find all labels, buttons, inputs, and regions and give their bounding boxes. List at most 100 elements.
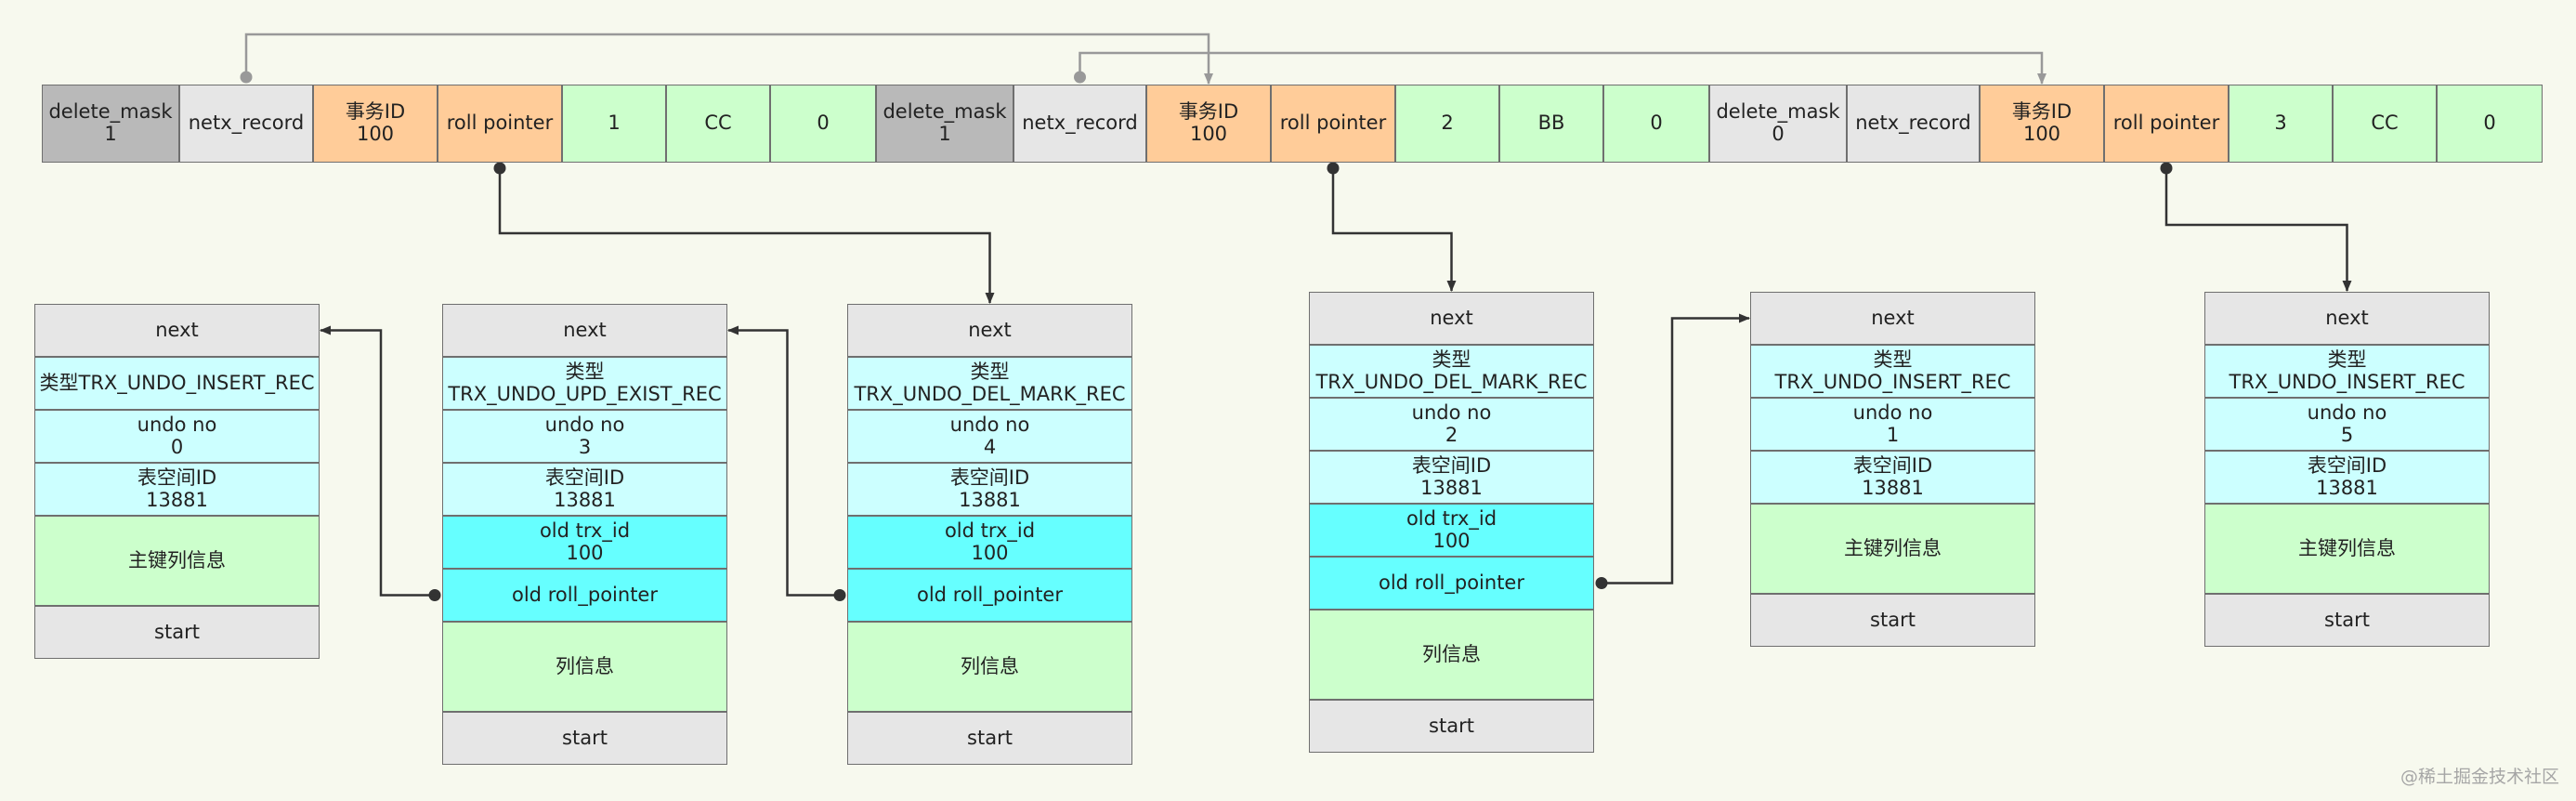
- undo-log-u3-old-line-1: 100: [971, 541, 1009, 564]
- record-cell-next_record-line-0: delete_mask: [1716, 100, 1840, 124]
- undo-log-u4-header: next: [1309, 292, 1594, 345]
- undo-log-u3-start-line-0: start: [967, 726, 1013, 749]
- undo-log-u3-header: next: [847, 304, 1132, 357]
- undo-log-u4-field-line-0: 表空间ID: [1411, 453, 1492, 477]
- record-cell-next_record-line-1: 0: [1772, 123, 1785, 145]
- undo-log-u2-field-line-0: 类型: [565, 360, 605, 383]
- undo-log-u6-columns: 主键列信息: [2204, 504, 2490, 594]
- undo-log-u1-start-line-0: start: [154, 620, 200, 643]
- record-cell-next_record: netx_record: [1847, 85, 1980, 163]
- next-record-arrow: [244, 33, 1213, 85]
- record-cell-roll: roll pointer: [438, 85, 562, 163]
- undo-log-u4-columns: 列信息: [1309, 610, 1594, 700]
- undo-log-u3-columns: 列信息: [847, 622, 1132, 712]
- record-cell-roll-line-0: roll pointer: [446, 112, 554, 135]
- undo-log-u2-start-line-0: start: [562, 726, 608, 749]
- undo-log-u2-header: next: [442, 304, 727, 357]
- undo-log-u3-columns-line-0: 列信息: [961, 654, 1019, 677]
- undo-log-u6-start: start: [2204, 594, 2490, 647]
- record-cell-values: CC: [666, 85, 770, 163]
- record-cell-values: CC: [2333, 85, 2437, 163]
- undo-log-u5-start: start: [1750, 594, 2035, 647]
- record-cell-trx-line-1: 100: [2022, 123, 2061, 145]
- undo-log-u1-field: 类型TRX_UNDO_INSERT_REC: [34, 357, 320, 410]
- connector-origin-dot: [240, 71, 253, 84]
- undo-log-u1-field-line-0: undo no: [137, 413, 217, 436]
- record-cell-trx-line-0: 事务ID: [1178, 100, 1239, 124]
- undo-log-u5-header-line-0: next: [1871, 306, 1915, 329]
- undo-log-u6-field-line-1: TRX_UNDO_INSERT_REC: [2229, 370, 2465, 393]
- record-cell-values: 3: [2229, 85, 2333, 163]
- record-cell-values-line-0: 0: [2483, 112, 2496, 135]
- undo-log-u2-field-line-0: undo no: [544, 413, 625, 436]
- undo-log-u6-field-line-0: undo no: [2307, 400, 2387, 424]
- roll-pointer-arrow: [1331, 168, 1457, 292]
- roll-pointer-arrow: [498, 168, 995, 304]
- record-cell-mask-line-1: 1: [104, 123, 117, 145]
- undo-log-u3-header-line-0: next: [968, 318, 1012, 341]
- record-cell-values: 0: [1603, 85, 1709, 163]
- record-cell-values: 0: [2437, 85, 2543, 163]
- undo-log-u4-header-line-0: next: [1430, 306, 1473, 329]
- record-cell-next_record-line-0: netx_record: [1022, 112, 1138, 135]
- undo-log-u3-start: start: [847, 712, 1132, 765]
- record-cell-trx-line-0: 事务ID: [345, 100, 406, 124]
- record-cell-roll-line-0: roll pointer: [2112, 112, 2220, 135]
- record-cell-values-line-0: CC: [704, 112, 732, 135]
- undo-log-u6-field-line-1: 5: [2340, 423, 2354, 446]
- record-cell-values: BB: [1499, 85, 1603, 163]
- record-cell-values-line-0: BB: [1537, 112, 1565, 135]
- undo-log-u1-header-line-0: next: [155, 318, 199, 341]
- undo-log-u2-old-line-0: old trx_id: [539, 519, 631, 542]
- roll-pointer-arrow: [2164, 168, 2352, 292]
- undo-log-u5-field-line-1: TRX_UNDO_INSERT_REC: [1774, 370, 2011, 393]
- undo-log-u6-header: next: [2204, 292, 2490, 345]
- undo-log-u6-start-line-0: start: [2324, 608, 2370, 631]
- record-cell-trx-line-1: 100: [356, 123, 395, 145]
- record-cell-mask-line-0: delete_mask: [48, 100, 173, 124]
- record-cell-mask-line-0: delete_mask: [883, 100, 1007, 124]
- undo-log-u2-old-line-1: 100: [566, 541, 604, 564]
- undo-log-u4-old: old roll_pointer: [1309, 557, 1594, 610]
- undo-log-u5-columns-line-0: 主键列信息: [1844, 536, 1942, 559]
- record-cell-mask-line-1: 1: [938, 123, 951, 145]
- undo-log-u4-start: start: [1309, 700, 1594, 753]
- undo-log-u1-field-line-0: 类型TRX_UNDO_INSERT_REC: [39, 371, 315, 394]
- watermark: @稀土掘金技术社区: [2399, 767, 2559, 787]
- undo-log-u2-header-line-0: next: [563, 318, 607, 341]
- connector-origin-dot: [1074, 71, 1086, 84]
- undo-log-u3-field-line-1: 4: [983, 435, 997, 458]
- record-cell-values-line-0: 1: [608, 112, 621, 135]
- next-record-arrow: [1079, 51, 2046, 85]
- undo-chain-arrow: [727, 325, 840, 597]
- undo-log-u4-field-line-1: 2: [1445, 423, 1458, 446]
- record-cell-next_record: netx_record: [1013, 85, 1146, 163]
- record-cell-trx-line-1: 100: [1189, 123, 1228, 145]
- undo-log-u5-field-line-0: 类型: [1873, 348, 1913, 371]
- undo-log-u3-field-line-0: 类型: [970, 360, 1010, 383]
- undo-log-u4-columns-line-0: 列信息: [1422, 642, 1481, 665]
- record-cell-next_record: netx_record: [179, 85, 313, 163]
- undo-log-u2-columns-line-0: 列信息: [556, 654, 614, 677]
- undo-chain-arrow: [1602, 313, 1750, 584]
- undo-log-u4-field-line-0: undo no: [1411, 400, 1492, 424]
- undo-log-u6-field-line-1: 13881: [2316, 476, 2378, 499]
- record-cell-values: 0: [770, 85, 876, 163]
- record-cell-values-line-0: 0: [1650, 112, 1663, 135]
